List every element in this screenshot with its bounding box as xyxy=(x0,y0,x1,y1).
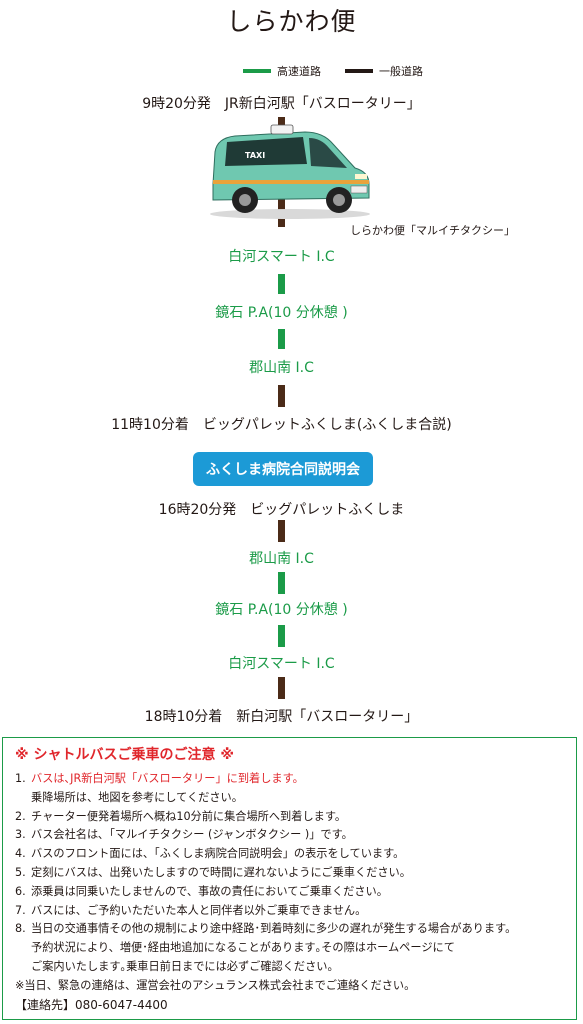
route-segment-expressway xyxy=(278,274,285,294)
route-segment-general xyxy=(278,677,285,699)
notice-title: ※ シャトルバスご乗車のご注意 ※ xyxy=(15,747,234,763)
list-item: 7. バスには、ご予約いただいた本人と同伴者以外ご乗車できません。 xyxy=(15,903,367,917)
event-label-badge: ふくしま病院合同説明会 xyxy=(193,452,373,486)
emergency-note: ※当日、緊急の連絡は、運営会社のアシュランス株式会社までご連絡ください。 xyxy=(15,978,416,992)
list-item: 1. バスは､JR新白河駅「バスロータリー」に到着します。 xyxy=(15,772,304,785)
list-item-continuation: ご案内いたします｡乗車日前日までには必ずご確認ください。 xyxy=(31,959,339,973)
outbound-stop-koriyama-minami-ic: 郡山南 I.C xyxy=(249,360,314,376)
notice-list: 1. バスは､JR新白河駅「バスロータリー」に到着します。 乗降場所は、地図を参… xyxy=(15,770,571,1014)
legend-general-road: 一般道路 xyxy=(345,63,423,79)
page-title: しらかわ便 xyxy=(226,7,357,36)
outbound-arrive: 11時10分着 ビッグパレットふくしま(ふくしま合説) xyxy=(111,417,452,433)
legend-expressway: 高速道路 xyxy=(243,63,321,79)
notice-box: ※ シャトルバスご乗車のご注意 ※ 1. バスは､JR新白河駅「バスロータリー」… xyxy=(2,737,577,1020)
general-road-swatch xyxy=(345,69,373,73)
taxi-caption: しらかわ便「マルイチタクシー」 xyxy=(350,224,515,237)
list-item: 8. 当日の交通事情その他の規制により途中経路･到着時刻に多少の遅れが発生する場… xyxy=(15,922,517,936)
outbound-stop-kagamiishi-pa: 鏡石 P.A(10 分休憩 ) xyxy=(215,305,348,321)
route-segment-expressway xyxy=(278,625,285,647)
legend-general-road-label: 一般道路 xyxy=(379,65,423,78)
list-item: 4. バスのフロント面には、「ふくしま病院合同説明会」の表示をしています。 xyxy=(15,847,405,861)
route-segment-expressway xyxy=(278,329,285,349)
legend-expressway-label: 高速道路 xyxy=(277,65,321,78)
route-segment-general xyxy=(278,385,285,407)
outbound-depart: 9時20分発 JR新白河駅「バスロータリー」 xyxy=(142,96,421,112)
taxi-icon: TAXI xyxy=(210,124,370,219)
expressway-swatch xyxy=(243,69,271,73)
list-item-continuation: 乗降場所は、地図を参考にしてください。 xyxy=(31,790,243,804)
list-item: 5. 定刻にバスは、出発いたしますので時間に遅れないようにご乗車ください。 xyxy=(15,865,411,879)
inbound-depart: 16時20分発 ビッグパレットふくしま xyxy=(158,502,405,518)
list-item: 3. バス会社名は､「マルイチタクシー (ジャンボタクシー )」です。 xyxy=(15,828,353,842)
inbound-stop-kagamiishi-pa: 鏡石 P.A(10 分休憩 ) xyxy=(215,602,348,618)
inbound-stop-koriyama-minami-ic: 郡山南 I.C xyxy=(249,551,314,567)
list-item: 6. 添乗員は同乗いたしませんので、事故の責任においてご乗車ください。 xyxy=(15,884,388,898)
outbound-stop-shirakawa-smart-ic: 白河スマート I.C xyxy=(228,249,335,265)
inbound-stop-shirakawa-smart-ic: 白河スマート I.C xyxy=(228,656,335,672)
list-item-continuation: 予約状況により、増便･経由地追加になることがあります｡その際はホームページにて xyxy=(31,941,455,955)
list-item: 2. チャーター便発着場所へ概ね10分前に集合場所へ到着します。 xyxy=(15,809,347,823)
route-segment-expressway xyxy=(278,572,285,594)
inbound-arrive: 18時10分着 新白河駅「バスロータリー」 xyxy=(144,709,419,725)
route-segment-general xyxy=(278,520,285,542)
taxi-sign-text: TAXI xyxy=(245,151,265,160)
contact-phone: 【連絡先】080-6047-4400 xyxy=(15,997,168,1012)
